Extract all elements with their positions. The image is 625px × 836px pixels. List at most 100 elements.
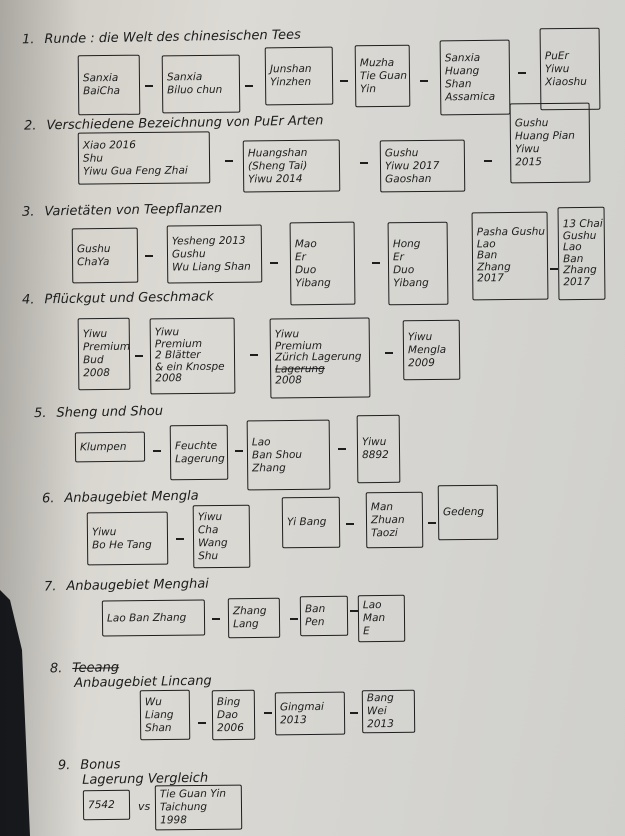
tea-name-line: Wei [366, 705, 387, 718]
tea-name-line: E [363, 625, 370, 638]
tea-name-line: 2017 [563, 275, 591, 288]
tea-name-line: Wu Liang Shan [172, 260, 251, 273]
tea-name-line: Biluo chun [167, 83, 223, 97]
tea-name-line: Lao [362, 598, 382, 612]
tea-name-line: Bo He Tang [92, 538, 152, 551]
tea-name-line: Yesheng 2013 [171, 234, 246, 247]
tea-name-line: Zhang [252, 461, 286, 474]
tea-name-line: Yibang [393, 276, 429, 289]
connector-dash [270, 262, 278, 264]
section-title: Anbaugebiet Mengla [64, 488, 199, 506]
section-number: 3. [21, 204, 35, 220]
tea-name-line: Tie Guan Yin [159, 787, 227, 801]
tea-name-line: Bing [216, 695, 241, 708]
section-title: Bonus [80, 757, 121, 773]
connector-dash [212, 618, 220, 620]
tea-box: Klumpen [74, 431, 146, 463]
tea-name-line: Shu [198, 549, 219, 562]
connector-dash [428, 522, 436, 524]
connector-dash [135, 355, 143, 357]
tea-name-line: Premium [82, 340, 131, 354]
tea-name-line: Lagerung [175, 452, 225, 465]
tea-name-line: Cha [197, 523, 219, 536]
tea-name-line: Zhang [232, 604, 267, 618]
section-number: 4. [21, 292, 35, 308]
section-title: Pflückgut und Geschmack [44, 289, 214, 308]
tea-name-line: Xiao 2016 [82, 138, 136, 152]
tea-name-line: Wang [198, 536, 228, 549]
section-number: 7. [43, 579, 57, 595]
tea-name-line: Duo [295, 263, 317, 276]
tea-name-line: Yiwu [197, 510, 223, 523]
tea-name-line: Mao [294, 237, 317, 250]
tea-name-line: Wu [144, 695, 162, 708]
tea-name-line: Taichung [159, 800, 208, 814]
connector-dash [235, 450, 243, 452]
section-title: Sheng und Shou [56, 403, 164, 421]
connector-dash [245, 85, 253, 87]
tea-name-line: Pen [305, 615, 325, 629]
tea-name-line: Gaoshan [385, 172, 432, 185]
section-number: 9. [57, 758, 71, 774]
connector-dash [145, 255, 153, 257]
tea-name-line: 2013 [280, 713, 307, 726]
tea-name-line: Dao [216, 708, 239, 721]
section-number: 2. [23, 118, 37, 134]
tea-name-line: 2008 [155, 372, 183, 385]
tea-name-line: Sanxia [82, 71, 119, 85]
connector-dash [346, 523, 354, 525]
tea-name-line: Yiwu [361, 435, 387, 449]
section-title: Varietäten von Teepflanzen [44, 201, 223, 220]
tea-name-line: Sanxia [444, 51, 481, 64]
tea-name-line: PuEr [544, 49, 569, 62]
section-number: 6. [41, 491, 55, 507]
tea-name-line: Er [294, 250, 306, 263]
tea-name-line: Duo [393, 263, 415, 276]
tea-name-line: Ban [304, 602, 326, 616]
connector-dash [145, 85, 153, 87]
versus-label: vs [138, 800, 151, 813]
tea-name-line: Gedeng [442, 505, 485, 519]
connector-dash [250, 354, 258, 356]
tea-name-line: Zhang [563, 263, 597, 277]
connector-dash [340, 80, 348, 82]
tea-name-line: BaiCha [83, 84, 121, 98]
tea-name-line: Man [370, 500, 394, 513]
tea-name-line: Yiwu [407, 330, 433, 343]
tea-name-line: Junshan [269, 62, 312, 76]
struck-title: Teeang [72, 660, 120, 677]
tea-name-line: Zhuan [370, 513, 405, 526]
tea-name-line: Assamica [445, 90, 496, 103]
connector-dash [484, 160, 492, 162]
tea-name-line: Klumpen [79, 440, 127, 453]
tea-name-line: Liang [144, 708, 174, 721]
section-number: 5. [33, 405, 47, 422]
tea-name-line: Lang [233, 617, 259, 631]
tea-name-line: Er [392, 250, 404, 263]
tea-name-line: Yiwu [515, 143, 540, 156]
connector-dash [153, 450, 161, 452]
tea-box: Lao Ban Zhang [101, 599, 206, 637]
tea-name-line: Huangshan [247, 146, 308, 159]
connector-dash [372, 262, 380, 264]
connector-dash [176, 538, 184, 540]
tea-name-line: 8892 [362, 448, 389, 462]
tea-name-line: 2008 [83, 366, 110, 380]
